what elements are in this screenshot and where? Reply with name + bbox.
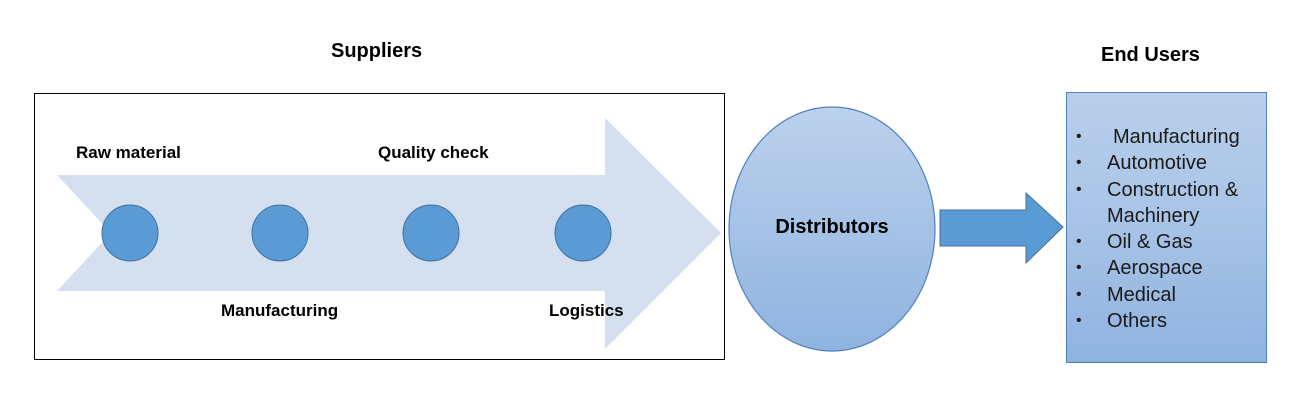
end-users-title: End Users — [1101, 44, 1200, 66]
suppliers-title: Suppliers — [331, 40, 423, 62]
bullet-icon: • — [1076, 154, 1082, 172]
distributors-label: Distributors — [775, 216, 889, 238]
end-user-label: Aerospace — [1107, 257, 1203, 280]
end-user-label: Oil & Gas — [1107, 231, 1193, 254]
end-users-list: • Manufacturing • Automotive • Construction… — [1074, 124, 1240, 334]
list-item: • Medical — [1074, 282, 1240, 308]
step-label-logistics: Logistics — [549, 301, 624, 320]
end-user-label: Manufacturing — [1113, 126, 1240, 148]
end-user-label: Automotive — [1107, 152, 1208, 175]
step-node-logistics — [554, 204, 612, 262]
list-item: • Construction & — [1074, 177, 1240, 203]
end-users-box — [1066, 92, 1267, 363]
list-item: • Manufacturing — [1074, 124, 1240, 150]
step-label-raw-material: Raw material — [76, 143, 181, 162]
bullet-icon: • — [1076, 128, 1082, 145]
bullet-icon: • — [1076, 233, 1082, 251]
list-item: • Others — [1074, 308, 1240, 334]
end-user-label: Medical — [1107, 283, 1176, 306]
step-node-manufacturing — [251, 204, 309, 262]
step-node-raw-material — [101, 204, 159, 262]
end-user-label: Others — [1107, 310, 1168, 333]
bullet-icon: • — [1076, 312, 1082, 330]
end-user-label: Machinery — [1107, 204, 1200, 227]
list-item: • Automotive — [1074, 150, 1240, 176]
distributors-ellipse — [728, 106, 936, 352]
process-arrow — [57, 118, 721, 349]
connector-arrow — [939, 191, 1064, 265]
bullet-icon: • — [1076, 259, 1082, 277]
list-item: • Aerospace — [1074, 255, 1240, 281]
step-node-quality-check — [402, 204, 460, 262]
list-item: • Oil & Gas — [1074, 229, 1240, 255]
bullet-icon: • — [1076, 180, 1082, 198]
end-user-label: Construction & — [1107, 178, 1239, 201]
step-label-manufacturing: Manufacturing — [221, 301, 339, 320]
list-item: Machinery — [1074, 203, 1240, 229]
step-label-quality-check: Quality check — [378, 143, 489, 162]
bullet-icon: • — [1076, 285, 1082, 303]
